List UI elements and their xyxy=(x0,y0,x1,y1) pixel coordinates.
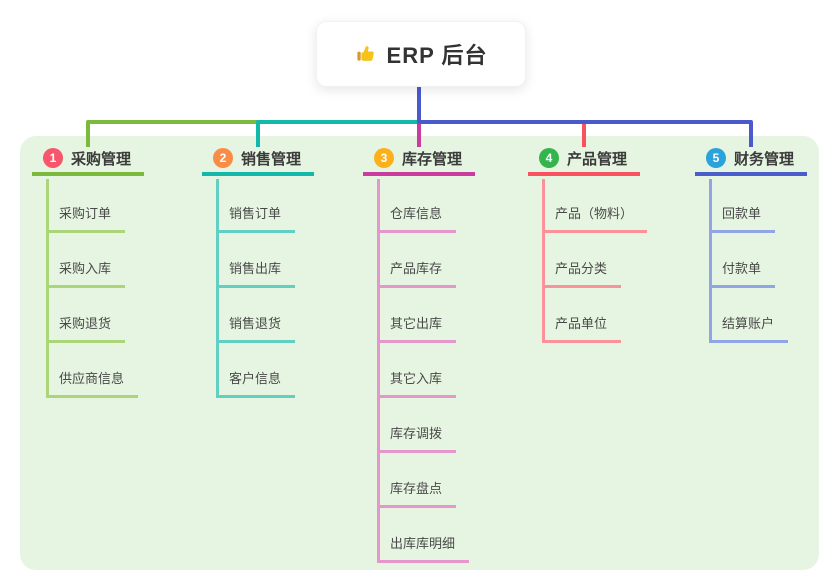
child-node-label: 客户信息 xyxy=(229,371,282,386)
branch-number-badge: 3 xyxy=(374,148,394,168)
child-node[interactable]: 产品库存 xyxy=(377,259,457,288)
branch-node[interactable]: 4 产品管理 xyxy=(528,144,640,176)
child-node-label: 库存调拨 xyxy=(390,426,443,441)
child-node-label: 其它入库 xyxy=(390,371,443,386)
child-node[interactable]: 其它入库 xyxy=(377,369,457,398)
child-node[interactable]: 结算账户 xyxy=(709,314,789,343)
branch-spine-line xyxy=(709,179,712,343)
child-node-label: 销售订单 xyxy=(229,206,282,221)
branch-spine-line xyxy=(377,179,380,563)
child-node[interactable]: 库存盘点 xyxy=(377,479,457,508)
child-node-label: 回款单 xyxy=(722,206,762,221)
child-node[interactable]: 产品单位 xyxy=(542,314,622,343)
child-node[interactable]: 库存调拨 xyxy=(377,424,457,453)
branch-title: 销售管理 xyxy=(241,150,302,168)
branch-column: 5 财务管理回款单付款单结算账户 xyxy=(695,144,807,343)
child-node-label: 供应商信息 xyxy=(59,371,125,386)
child-node[interactable]: 仓库信息 xyxy=(377,204,457,233)
branch-node[interactable]: 5 财务管理 xyxy=(695,144,807,176)
branch-column: 2 销售管理销售订单销售出库销售退货客户信息 xyxy=(202,144,314,398)
child-node-label: 销售退货 xyxy=(229,316,282,331)
branch-node[interactable]: 3 库存管理 xyxy=(363,144,475,176)
child-node-label: 产品库存 xyxy=(390,261,443,276)
child-node[interactable]: 出库库明细 xyxy=(377,534,470,563)
child-node[interactable]: 付款单 xyxy=(709,259,776,288)
branch-node[interactable]: 2 销售管理 xyxy=(202,144,314,176)
branch-title: 库存管理 xyxy=(402,150,463,168)
child-node-label: 结算账户 xyxy=(722,316,775,331)
root-node-label: ERP 后台 xyxy=(386,43,488,68)
branch-title: 财务管理 xyxy=(734,150,795,168)
branch-spine-line xyxy=(542,179,545,343)
branch-title: 产品管理 xyxy=(567,150,628,168)
child-node[interactable]: 客户信息 xyxy=(216,369,296,398)
branch-spine-line xyxy=(46,179,49,398)
branch-number-badge: 2 xyxy=(213,148,233,168)
child-node-label: 其它出库 xyxy=(390,316,443,331)
child-node-label: 产品单位 xyxy=(555,316,608,331)
child-node-label: 仓库信息 xyxy=(390,206,443,221)
child-node[interactable]: 其它出库 xyxy=(377,314,457,343)
child-node[interactable]: 销售退货 xyxy=(216,314,296,343)
child-node-label: 产品分类 xyxy=(555,261,608,276)
branch-node[interactable]: 1 采购管理 xyxy=(32,144,144,176)
child-node[interactable]: 回款单 xyxy=(709,204,776,233)
branch-number-badge: 4 xyxy=(539,148,559,168)
child-node-label: 库存盘点 xyxy=(390,481,443,496)
branch-number-badge: 5 xyxy=(706,148,726,168)
child-node-label: 销售出库 xyxy=(229,261,282,276)
child-node[interactable]: 采购退货 xyxy=(46,314,126,343)
branch-spine-line xyxy=(216,179,219,398)
child-node[interactable]: 销售出库 xyxy=(216,259,296,288)
child-node[interactable]: 采购入库 xyxy=(46,259,126,288)
child-node[interactable]: 采购订单 xyxy=(46,204,126,233)
branch-column: 1 采购管理采购订单采购入库采购退货供应商信息 xyxy=(32,144,144,398)
child-node-label: 采购退货 xyxy=(59,316,112,331)
child-node[interactable]: 产品分类 xyxy=(542,259,622,288)
child-node-label: 付款单 xyxy=(722,261,762,276)
child-node-label: 出库库明细 xyxy=(390,536,456,551)
root-node[interactable]: ERP 后台 xyxy=(316,21,526,87)
branch-column: 4 产品管理产品（物料） 产品分类产品单位 xyxy=(528,144,648,343)
child-node-label: 采购订单 xyxy=(59,206,112,221)
mindmap-board xyxy=(20,136,819,570)
branch-column: 3 库存管理仓库信息产品库存其它出库其它入库库存调拨库存盘点出库库明细 xyxy=(363,144,475,563)
branch-number-badge: 1 xyxy=(43,148,63,168)
child-node[interactable]: 供应商信息 xyxy=(46,369,139,398)
thumbs-up-icon xyxy=(355,43,377,65)
branch-title: 采购管理 xyxy=(71,150,132,168)
child-node[interactable]: 销售订单 xyxy=(216,204,296,233)
child-node-label: 产品（物料） xyxy=(555,206,634,221)
child-node-label: 采购入库 xyxy=(59,261,112,276)
child-node[interactable]: 产品（物料） xyxy=(542,204,648,233)
